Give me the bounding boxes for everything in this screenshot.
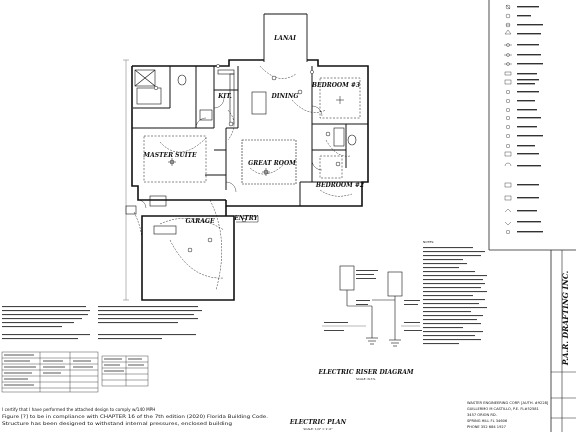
dimension-line: [123, 59, 129, 301]
room-label-kitchen: KIT.: [217, 93, 232, 100]
engineer-info: WASTER ENGINEERING CORP. [AUTH. #9228] G…: [467, 401, 549, 429]
door-swings: [137, 97, 323, 209]
room-label-bedroom-3: BEDROOM #3: [311, 82, 360, 89]
room-label-master-suite: MASTER SUITE: [142, 152, 197, 159]
electric-panels: [125, 195, 177, 235]
device-symbols: [153, 64, 341, 253]
main-panel: [387, 271, 403, 297]
entry-steps: [236, 215, 259, 223]
circuit-wiring: [133, 65, 353, 291]
floor-plan: [123, 13, 369, 301]
load-calc-values: [4, 354, 144, 386]
engineer-line-2: GUILLERMO M CASTILLO, P.E. FL#52581: [467, 407, 539, 411]
sheet-border: [488, 0, 576, 432]
general-notes: NOTES:: [423, 240, 487, 345]
ceiling-fans: [168, 96, 344, 176]
bath-fixtures: [134, 69, 357, 147]
notes-text-lines: [423, 247, 487, 345]
riser-callouts: [324, 270, 422, 331]
electric-plan-title: ELECTRIC PLAN: [289, 419, 347, 426]
riser-diagram-title: ELECTRIC RISER DIAGRAM: [317, 369, 413, 376]
room-label-garage: GARAGE: [185, 218, 215, 225]
notes-heading: NOTES:: [423, 240, 434, 244]
kitchen-counters: [217, 69, 297, 185]
riser-diagram: [322, 265, 420, 347]
room-label-lanai: LANAI: [273, 35, 296, 42]
engineer-line-4: SPRING HILL FL 34606: [467, 419, 508, 423]
symbol-legend: [504, 4, 512, 234]
legend-labels: [517, 6, 543, 233]
interior-walls: [132, 66, 368, 206]
electric-plan-scale: SCALE: 1/4" = 1'-0": [303, 427, 333, 431]
room-label-great-room: GREAT ROOM: [248, 160, 296, 167]
meter-box: [339, 265, 355, 291]
firm-name: P.A.R. DRAFTING INC.: [561, 270, 570, 366]
engineer-line-5: PHONE 352 684 1927: [467, 425, 506, 429]
certification-line-1: I certify that I have performed the atta…: [2, 407, 155, 412]
room-label-dining: DINING: [271, 93, 299, 100]
certification-line-3: Structure has been designed to withstand…: [2, 421, 232, 426]
riser-diagram-scale: SCALE: N.T.S.: [356, 377, 376, 381]
lanai-walls: [263, 13, 308, 62]
room-label-entry: ENTRY: [233, 215, 258, 222]
room-label-bedroom-2: BEDROOM #2: [315, 182, 364, 189]
engineer-line-1: WASTER ENGINEERING CORP. [AUTH. #9228]: [467, 401, 549, 405]
engineer-line-3: 3457 ORION RD.: [467, 413, 497, 417]
certification-line-2: Figure [?] to be in compliance with CHAP…: [2, 414, 268, 419]
ceiling-outlines: [143, 77, 361, 183]
certification-statement: I certify that I have performed the atta…: [2, 407, 268, 426]
exterior-walls: [131, 59, 369, 301]
room-labels: LANAI KIT. DINING BEDROOM #3 MASTER SUIT…: [142, 35, 364, 225]
circuit-notes-left: [2, 306, 202, 340]
load-calc-table: [1, 351, 149, 393]
